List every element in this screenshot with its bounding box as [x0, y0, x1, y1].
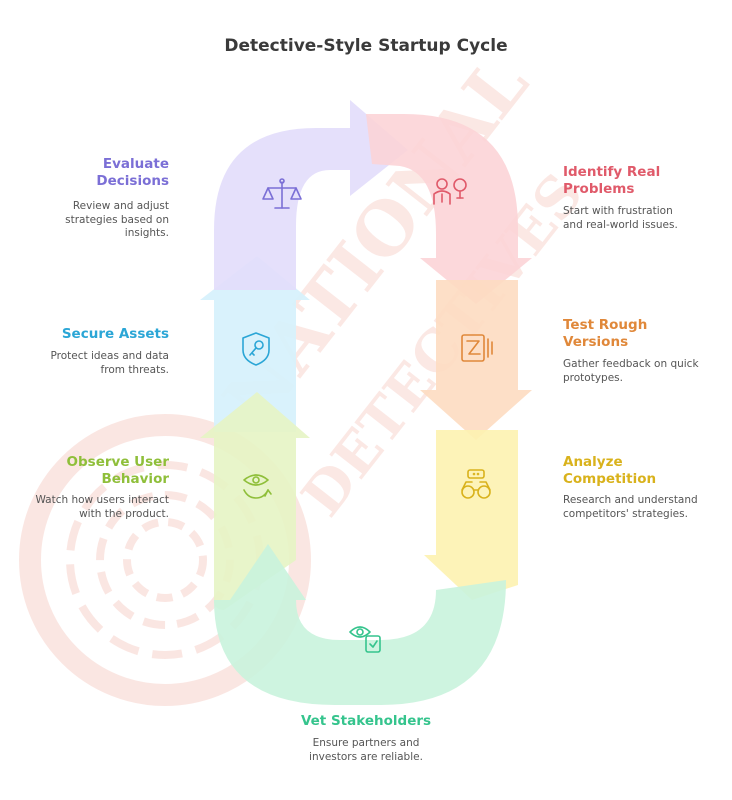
step-desc-secure: Protect ideas and data from threats.: [50, 350, 170, 376]
eye-cycle-icon: [243, 474, 272, 499]
step-title-vet: Vet Stakeholders: [300, 713, 432, 729]
step-title-analyze: Analyze Competition: [563, 454, 657, 487]
step-desc-analyze: Research and understand competitors' str…: [563, 494, 698, 520]
step-title-identify: Identify Real Problems: [563, 164, 661, 197]
segment-analyze: [424, 430, 518, 600]
binoculars-icon: [461, 469, 491, 499]
prototype-icon: [461, 334, 493, 362]
segment-observe: [200, 392, 310, 610]
step-desc-vet: Ensure partners and investors are reliab…: [309, 737, 423, 763]
step-title-secure: Secure Assets: [61, 326, 169, 342]
segment-identify: [366, 114, 532, 304]
segment-vet: [214, 544, 506, 705]
eye-clipboard-icon: [349, 626, 381, 653]
step-desc-observe: Watch how users interact with the produc…: [35, 494, 169, 520]
shield-key-icon: [242, 332, 270, 366]
step-title-test: Test Rough Versions: [563, 317, 648, 350]
step-desc-evaluate: Review and adjust strategies based on in…: [65, 200, 169, 239]
diagram-title: Detective-Style Startup Cycle: [224, 36, 508, 56]
step-desc-identify: Start with frustration and real-world is…: [563, 205, 678, 231]
segment-evaluate: [214, 100, 408, 290]
step-title-evaluate: Evaluate Decisions: [96, 156, 169, 189]
person-idea-icon: [433, 178, 467, 205]
segment-test: [420, 280, 532, 440]
step-desc-test: Gather feedback on quick prototypes.: [563, 358, 699, 384]
scales-icon: [262, 178, 302, 209]
step-title-observe: Observe User Behavior: [66, 454, 169, 487]
